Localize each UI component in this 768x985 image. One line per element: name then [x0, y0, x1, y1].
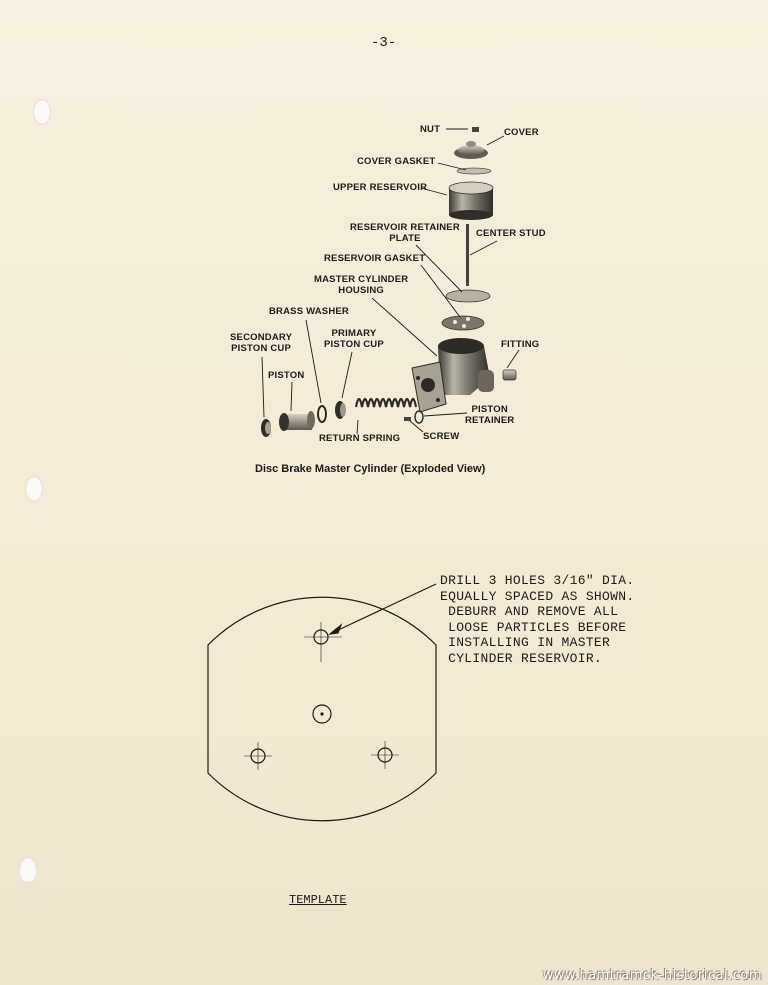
piston-retainer-part — [414, 410, 424, 424]
cover-gasket-label: COVER GASKET — [357, 156, 436, 167]
return-spring-part — [354, 397, 418, 408]
center-stud-part — [466, 224, 469, 286]
reservoir-gasket-part — [441, 315, 485, 331]
upper-reservoir-label: UPPER RESERVOIR — [333, 182, 428, 193]
upper-reservoir-part — [448, 181, 494, 220]
page-number: -3- — [371, 35, 397, 51]
center-stud-label: CENTER STUD — [476, 228, 546, 239]
cover-part — [454, 141, 488, 159]
nut-label: NUT — [420, 124, 441, 135]
nut-part — [472, 127, 479, 132]
fitting-label: FITTING — [501, 339, 540, 350]
reservoir-retainer-plate-label-line-1: RESERVOIR RETAINER — [350, 222, 460, 233]
piston-retainer-label-line-2: RETAINER — [465, 415, 515, 426]
reservoir-gasket-label: RESERVOIR GASKET — [324, 253, 426, 264]
master-cylinder-housing-label-line-1: MASTER CYLINDER — [314, 274, 409, 285]
return-spring-label: RETURN SPRING — [319, 433, 401, 444]
piston-retainer-label: PISTON RETAINER — [465, 404, 514, 426]
reservoir-retainer-plate-label: RESERVOIR RETAINER PLATE — [350, 222, 460, 244]
leader-lines — [261, 128, 520, 435]
secondary-piston-cup-label-line-1: SECONDARY — [230, 332, 293, 343]
reservoir-retainer-plate-part — [445, 289, 491, 303]
reservoir-retainer-plate-label-line-2: PLATE — [389, 233, 421, 244]
secondary-piston-cup-part — [261, 419, 271, 437]
master-cylinder-housing-label: MASTER CYLINDER HOUSING — [314, 274, 408, 296]
binder-hole-bottom — [19, 857, 37, 883]
piston-part — [279, 411, 315, 431]
cover-label: COVER — [504, 127, 539, 138]
brass-washer-part — [317, 405, 327, 423]
primary-piston-cup-label: PRIMARY PISTON CUP — [324, 328, 384, 350]
primary-piston-cup-label-line-1: PRIMARY — [331, 328, 377, 339]
template-outline — [207, 596, 437, 822]
screw-label: SCREW — [423, 431, 460, 442]
piston-label: PISTON — [268, 370, 305, 381]
watermark: www.hamtramck-historical.com — [542, 968, 762, 983]
secondary-piston-cup-label-line-2: PISTON CUP — [231, 343, 292, 354]
drill-callout-arrow — [328, 583, 437, 635]
fitting-part — [502, 369, 517, 381]
template-label: TEMPLATE — [289, 893, 347, 907]
figure-caption: Disc Brake Master Cylinder (Exploded Vie… — [255, 463, 486, 475]
drill-hole-top — [304, 622, 342, 662]
piston-retainer-label-line-1: PISTON — [471, 404, 508, 415]
binder-hole-top — [33, 99, 51, 125]
screw-part — [404, 417, 411, 421]
drill-instructions: DRILL 3 HOLES 3/16" DIA. EQUALLY SPACED … — [440, 573, 635, 666]
secondary-piston-cup-label: SECONDARY PISTON CUP — [230, 332, 292, 354]
master-cylinder-housing-part — [411, 338, 494, 413]
master-cylinder-housing-label-line-2: HOUSING — [338, 285, 385, 296]
drill-hole-right — [371, 741, 399, 769]
brass-washer-label: BRASS WASHER — [269, 306, 349, 317]
primary-piston-cup-part — [335, 401, 346, 419]
binder-hole-middle — [25, 476, 43, 502]
center-hole — [312, 704, 332, 724]
drill-hole-left — [244, 742, 272, 770]
primary-piston-cup-label-line-2: PISTON CUP — [324, 339, 384, 350]
